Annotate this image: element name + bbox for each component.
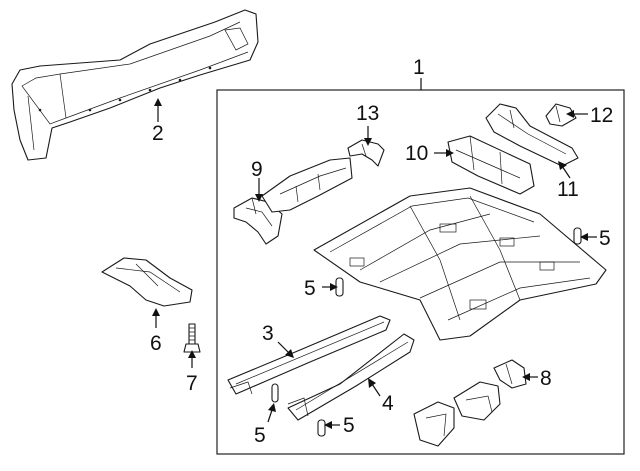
part-lower-bracket-b xyxy=(413,401,455,447)
callout-3: 3 xyxy=(262,322,274,345)
part-11-crossmember xyxy=(485,103,579,167)
part-2-rocker-panel xyxy=(11,9,259,161)
callout-5-lower: 5 xyxy=(343,414,355,437)
callout-5-center: 5 xyxy=(304,277,316,300)
callout-6: 6 xyxy=(150,332,162,355)
callout-11: 11 xyxy=(557,178,579,201)
callout-1: 1 xyxy=(413,56,425,79)
part-7-bolt xyxy=(183,323,201,353)
callout-5-right: 5 xyxy=(599,227,611,250)
part-8-bracket xyxy=(493,359,527,389)
part-5-pin-right xyxy=(573,227,582,245)
part-lower-bracket-a xyxy=(453,381,501,421)
leader-lines xyxy=(152,98,597,429)
part-5-pin-lower xyxy=(317,419,326,437)
part-5-pin-lower-left xyxy=(271,383,279,403)
callout-9: 9 xyxy=(251,158,263,181)
callout-8: 8 xyxy=(540,367,552,390)
callout-7: 7 xyxy=(186,372,198,395)
callout-13: 13 xyxy=(356,102,379,125)
part-crossmember-upper xyxy=(261,157,353,213)
part-10-crossmember xyxy=(447,135,535,195)
callout-10: 10 xyxy=(405,142,428,165)
callout-5-lower-left: 5 xyxy=(254,424,266,447)
floor-pan xyxy=(313,187,607,341)
part-3-sill xyxy=(227,315,391,395)
callout-4: 4 xyxy=(382,392,394,415)
part-6-bracket xyxy=(101,257,193,307)
part-4-sill xyxy=(287,333,415,421)
part-13-bracket xyxy=(347,139,385,167)
callout-2: 2 xyxy=(152,122,164,145)
callout-12: 12 xyxy=(590,104,613,127)
part-12-bracket xyxy=(545,103,577,127)
